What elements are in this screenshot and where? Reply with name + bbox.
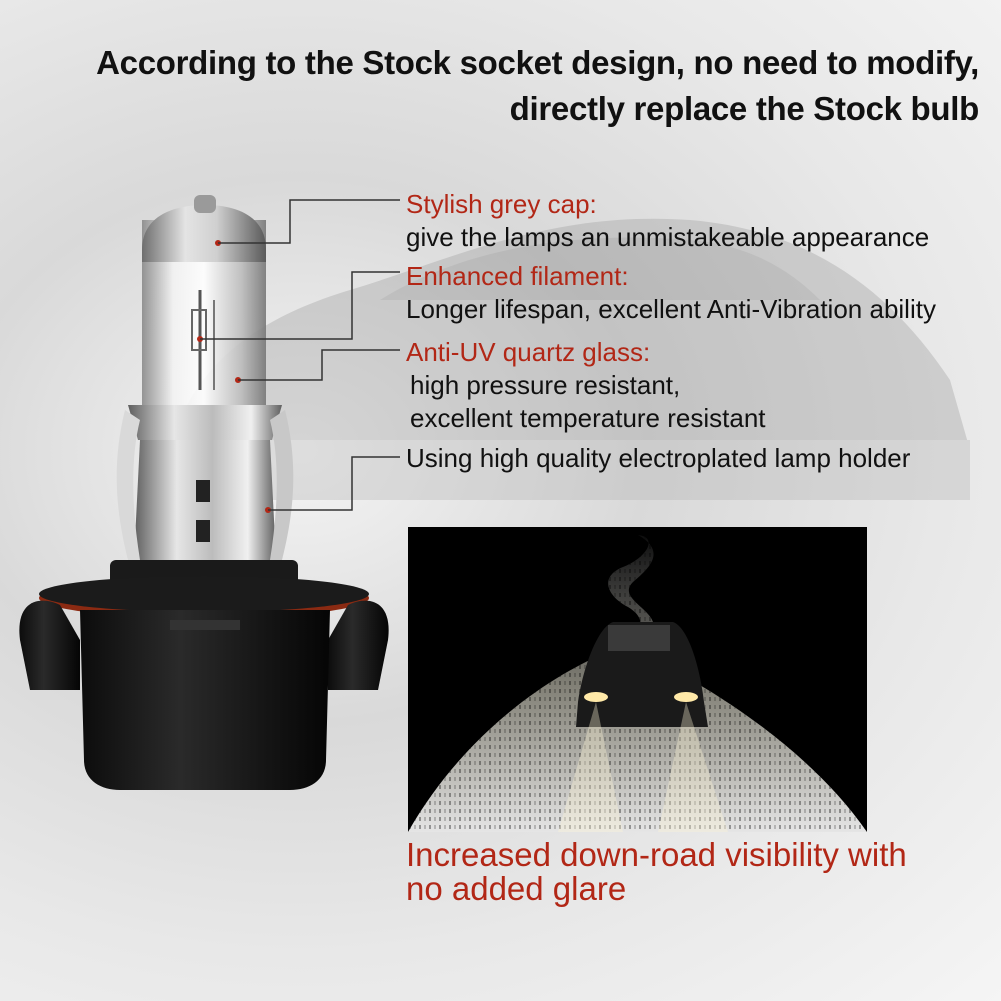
callout-filament: Enhanced filament: Longer lifespan, exce… [406,260,936,326]
headline-line-1: According to the Stock socket design, no… [96,44,979,81]
callout-grey-cap: Stylish grey cap: give the lamps an unmi… [406,188,929,254]
headline-line-2: directly replace the Stock bulb [509,90,980,127]
h13-bulb-illustration [19,195,389,790]
visibility-caption: Increased down-road visibility with no a… [406,838,986,906]
background-car-silhouette [170,218,970,500]
callout-description-line-1: high pressure resistant, [410,370,681,400]
night-road-photo [408,527,867,832]
filament [191,309,207,351]
callout-quartz-glass: Anti-UV quartz glass: high pressure resi… [406,336,766,435]
callout-title: Enhanced filament: [406,261,629,291]
callout-title: Anti-UV quartz glass: [406,337,651,367]
headlight-right-icon [674,692,698,702]
black-base [80,610,330,790]
callout-description-line-2: excellent temperature resistant [410,403,766,433]
caption-line-2: no added glare [406,870,627,907]
headline: According to the Stock socket design, no… [19,40,979,132]
metal-holder-collar [128,405,282,440]
grey-cap [142,205,266,262]
callout-description: Using high quality electroplated lamp ho… [406,443,911,473]
callout-lamp-holder: Using high quality electroplated lamp ho… [406,442,910,475]
caption-line-1: Increased down-road visibility with [406,836,907,873]
headlight-left-icon [584,692,608,702]
callout-title: Stylish grey cap: [406,189,597,219]
callout-description: give the lamps an unmistakeable appearan… [406,222,930,252]
callout-description: Longer lifespan, excellent Anti-Vibratio… [406,294,936,324]
